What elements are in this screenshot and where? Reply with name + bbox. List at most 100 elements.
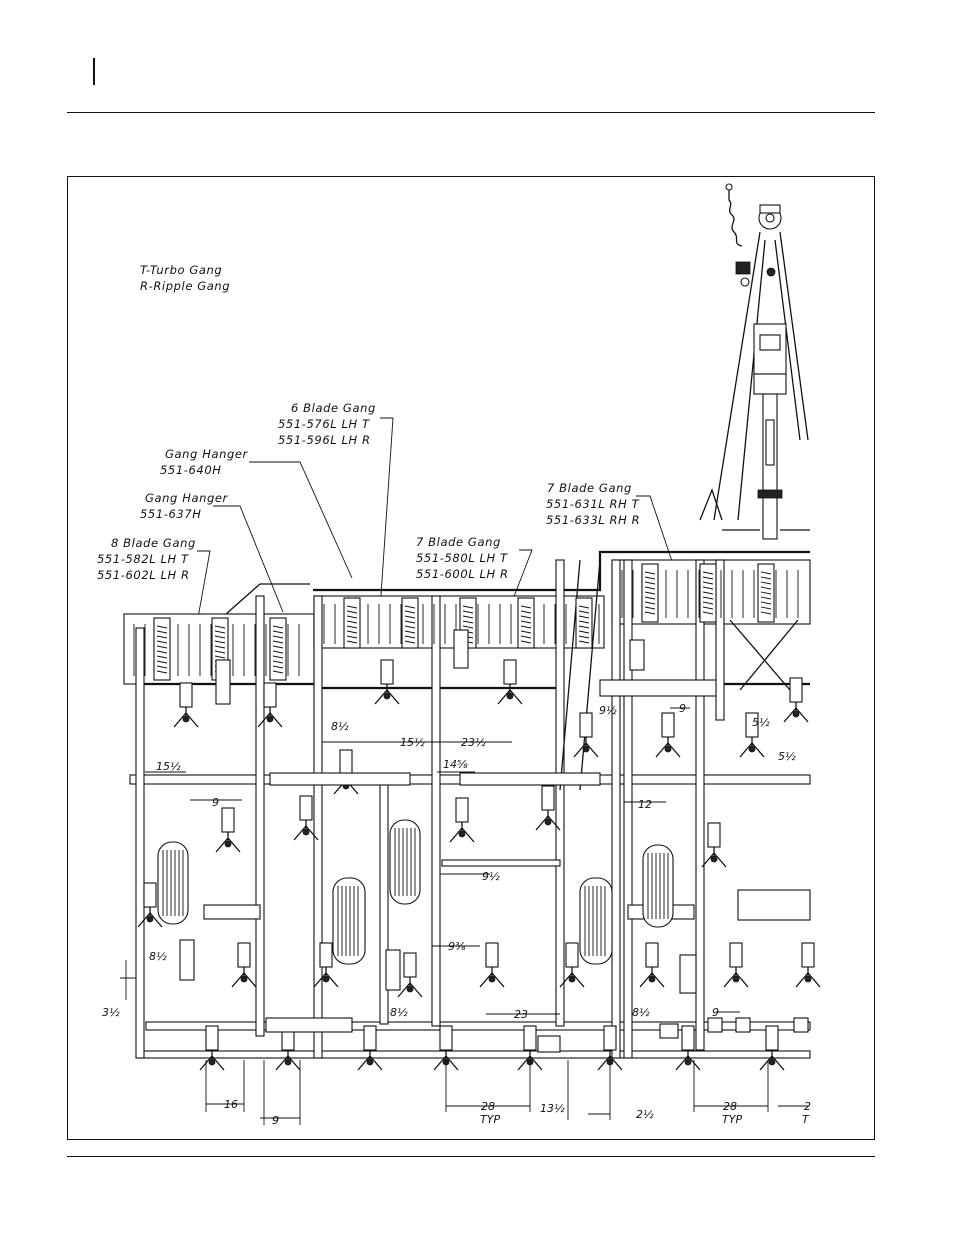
transport-tires — [157, 819, 674, 965]
shank-tube — [380, 659, 394, 685]
sweep-point — [568, 975, 576, 983]
drawing-frame: T-Turbo Gang R-Ripple Gang 6 Blade Gang … — [67, 176, 875, 1140]
callout-part: 551-631L RH T — [546, 497, 640, 511]
spring-coil — [346, 605, 358, 609]
callout-8-blade-gang: 8 Blade Gang 551-582L LH T 551-602L LH R — [97, 536, 196, 582]
spring-coil — [404, 615, 416, 619]
dim-2-cut: 2 — [804, 1100, 811, 1113]
callout-part: 551-602L LH R — [97, 568, 190, 582]
dim-15-1-2: 15½ — [156, 760, 181, 773]
shank-tube — [263, 682, 277, 708]
spring-coil — [156, 655, 168, 659]
callout-part: 551-580L LH T — [416, 551, 508, 565]
spring-coil — [760, 581, 772, 585]
callout-title: 8 Blade Gang — [111, 536, 196, 550]
dim-9: 9 — [212, 796, 219, 809]
dim-5-1-2: 5½ — [778, 750, 796, 763]
hydraulic-cylinders — [179, 629, 809, 1053]
sweep-point — [182, 715, 190, 723]
spring-coil — [520, 605, 532, 609]
spring-bracket — [269, 617, 287, 681]
shank-tube — [237, 942, 251, 968]
spring-coil — [214, 650, 226, 654]
callout-part: 551-637H — [140, 507, 202, 521]
dim-23: 23 — [514, 1008, 528, 1021]
sweep-point — [366, 1058, 374, 1066]
gang-blades — [133, 563, 799, 681]
sweep-point — [792, 710, 800, 718]
spring-coil — [346, 625, 358, 629]
spring-coil — [578, 640, 590, 644]
spring-coil — [760, 596, 772, 600]
spring-coil — [760, 591, 772, 595]
spring-coil — [462, 610, 474, 614]
dim-23-1-2: 23½ — [461, 736, 486, 749]
sweep-point — [506, 692, 514, 700]
spring-coil — [404, 640, 416, 644]
spring-coil — [702, 611, 714, 615]
spring-coil — [644, 586, 656, 590]
spring-coil — [520, 630, 532, 634]
disc-harrow-drawing: T-Turbo Gang R-Ripple Gang 6 Blade Gang … — [97, 183, 821, 1127]
shank-tube — [455, 797, 469, 823]
spring-bracket — [575, 597, 593, 649]
shank-tube — [319, 942, 333, 968]
callout-part: 551-640H — [160, 463, 222, 477]
dim-typ: TYP — [722, 1113, 742, 1126]
shank-tube — [143, 882, 157, 908]
spring-coil — [272, 650, 284, 654]
spring-coil — [578, 620, 590, 624]
callout-7-blade-gang-lh: 7 Blade Gang 551-580L LH T 551-600L LH R — [416, 535, 508, 581]
callout-gang-hanger-640h: Gang Hanger 551-640H — [160, 447, 248, 477]
dim-8-1-2: 8½ — [632, 1006, 650, 1019]
spring-coil — [578, 615, 590, 619]
dim-9: 9 — [272, 1114, 279, 1127]
spring-coil — [644, 601, 656, 605]
shank-tube — [765, 1025, 779, 1051]
callout-title: 6 Blade Gang — [291, 401, 376, 415]
spring-coil — [156, 665, 168, 669]
tire — [332, 877, 366, 965]
shank-tube — [579, 712, 593, 738]
spring-coil — [462, 615, 474, 619]
spring-coil — [644, 611, 656, 615]
spring-coil — [520, 615, 532, 619]
spring-coil — [214, 635, 226, 639]
dim-8-1-2: 8½ — [331, 720, 349, 733]
header-tick — [93, 58, 95, 85]
dim-9-1-2: 9½ — [599, 704, 617, 717]
spring-coil — [346, 620, 358, 624]
spring-coil — [272, 645, 284, 649]
leader-lines — [193, 417, 681, 641]
spring-coil — [404, 630, 416, 634]
spring-coil — [760, 601, 772, 605]
shank-tube — [299, 795, 313, 821]
sweep-point — [322, 975, 330, 983]
sweep-point — [748, 745, 756, 753]
shank-tube — [205, 1025, 219, 1051]
callout-gang-hanger-637h: Gang Hanger 551-637H — [140, 491, 228, 521]
sweep-point — [240, 975, 248, 983]
spring-coil — [346, 635, 358, 639]
spring-coil — [520, 620, 532, 624]
sweep-point — [146, 915, 154, 923]
callout-7-blade-gang-rh: 7 Blade Gang 551-631L RH T 551-633L RH R — [546, 481, 640, 527]
dim-8-1-2: 8½ — [390, 1006, 408, 1019]
spring-coil — [272, 665, 284, 669]
shank-tube — [681, 1025, 695, 1051]
spring-coil — [702, 596, 714, 600]
spring-coil — [404, 625, 416, 629]
spring-coil — [702, 601, 714, 605]
dim-28: 28 — [723, 1100, 737, 1113]
spring-coil — [156, 630, 168, 634]
spring-coil — [520, 635, 532, 639]
spring-coil — [760, 586, 772, 590]
spring-coil — [462, 605, 474, 609]
spring-coil — [272, 655, 284, 659]
sweep-point — [804, 975, 812, 983]
sweep-point — [710, 855, 718, 863]
sweep-point — [458, 830, 466, 838]
spring-coil — [462, 625, 474, 629]
callout-6-blade-gang: 6 Blade Gang 551-576L LH T 551-596L LH R — [278, 401, 376, 447]
spring-bracket — [343, 597, 361, 649]
